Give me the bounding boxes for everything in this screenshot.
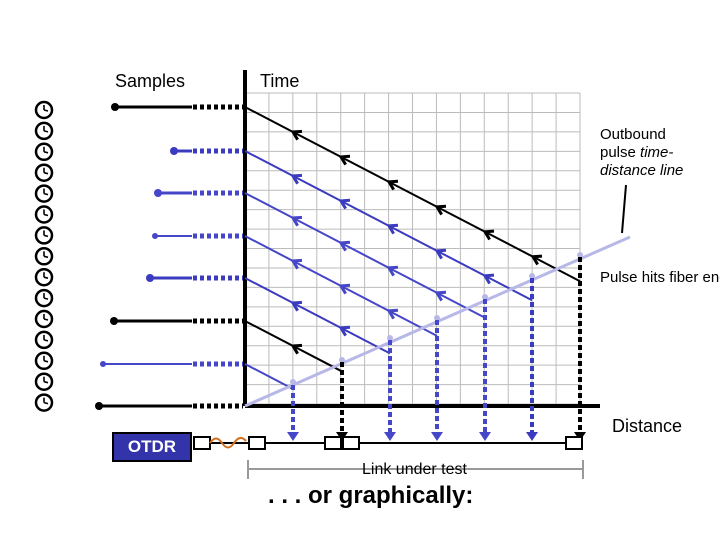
arrowhead — [338, 283, 351, 295]
arrowhead — [290, 129, 303, 141]
outbound-dot — [387, 335, 393, 341]
clock-hand — [43, 130, 49, 133]
arrowhead — [530, 254, 543, 266]
clock-hand — [43, 401, 49, 405]
arrowhead — [338, 198, 351, 210]
arrowhead — [386, 179, 399, 191]
drop-arrowhead — [431, 432, 443, 441]
arrowhead — [338, 325, 351, 337]
arrowhead — [434, 204, 447, 216]
arrowhead — [338, 240, 351, 252]
outbound-label-line2: pulse — [600, 144, 636, 161]
clock-hand — [43, 255, 49, 259]
outbound-dot — [529, 273, 535, 279]
return-line — [244, 277, 391, 355]
drop-arrowhead — [526, 432, 538, 441]
clock-hand — [43, 171, 49, 175]
clock-column — [34, 100, 54, 412]
return-line — [244, 106, 581, 283]
axes — [243, 70, 600, 408]
clock-hand — [43, 339, 49, 342]
arrowhead — [434, 248, 447, 260]
otdr-connector — [193, 436, 211, 450]
return-line — [244, 363, 295, 391]
arrowhead — [386, 265, 399, 277]
clock-hand — [43, 318, 49, 321]
pulse-hits-label: Pulse hits fiber end — [600, 269, 720, 286]
sample-rows — [95, 103, 243, 410]
outbound-dot — [482, 294, 488, 300]
graphically-caption: . . . or graphically: — [268, 482, 474, 509]
outbound-label-italic: time-distance line — [600, 144, 684, 179]
outbound-callout — [621, 184, 627, 234]
arrowhead — [482, 273, 495, 285]
arrowhead — [482, 229, 495, 241]
arrowhead — [434, 290, 447, 302]
arrowhead — [386, 223, 399, 235]
time-distance-grid — [244, 92, 581, 405]
vertical-drops — [287, 257, 586, 441]
samples-label: Samples — [115, 71, 186, 91]
arrowhead — [290, 300, 303, 312]
outbound-dot — [290, 379, 296, 385]
clock-hand — [43, 192, 49, 196]
fiber-connector — [342, 436, 360, 450]
return-line — [244, 192, 486, 319]
outbound-label-line1: Outbound — [600, 126, 666, 143]
link-under-test-label: Link under test — [362, 461, 467, 478]
clock-hand — [43, 276, 49, 279]
drop-arrowhead — [287, 432, 299, 441]
time-label: Time — [260, 71, 300, 91]
arrowhead — [386, 308, 399, 320]
outbound-dot — [434, 315, 440, 321]
arrowhead — [290, 215, 303, 227]
outbound-label: Outbound pulse time-distance line — [600, 126, 715, 180]
outbound-dot — [339, 357, 345, 363]
fiber-connector — [324, 436, 342, 450]
clock-hand — [43, 297, 49, 300]
clock-hand — [43, 151, 49, 154]
outbound-dot — [577, 252, 583, 258]
otdr-box: OTDR — [112, 432, 192, 462]
fiber-link — [193, 436, 584, 479]
arrowhead — [338, 154, 351, 166]
arrowheads — [290, 129, 543, 355]
fiber-connector — [565, 436, 583, 450]
arrowhead — [290, 173, 303, 185]
drop-arrowhead — [479, 432, 491, 441]
arrowhead — [290, 258, 303, 270]
clock-hand — [43, 360, 49, 363]
distance-label: Distance — [612, 416, 683, 436]
arrowhead — [290, 343, 303, 355]
patch-cord — [209, 437, 247, 449]
clock-hand — [43, 109, 49, 112]
drop-arrowhead — [384, 432, 396, 441]
clock-hand — [43, 213, 49, 217]
fiber-connector — [248, 436, 266, 450]
clock-hand — [43, 380, 49, 384]
clock-hand — [43, 234, 49, 238]
